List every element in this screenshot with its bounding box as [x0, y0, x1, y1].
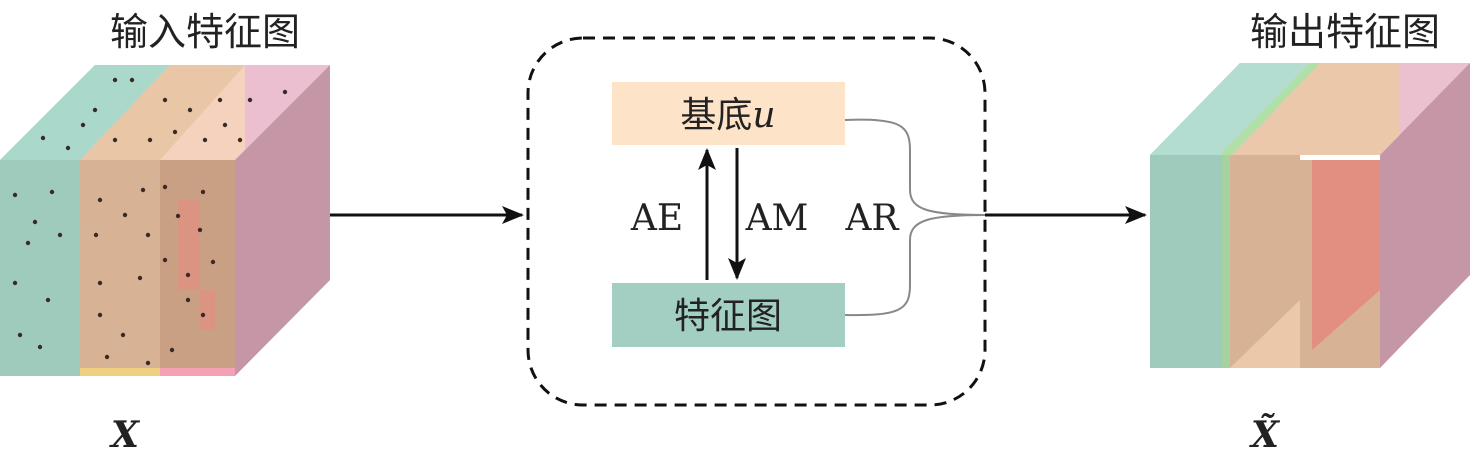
- am-label: AM: [745, 198, 809, 239]
- feature-dot: [112, 137, 118, 143]
- feature-dot: [93, 232, 99, 238]
- feature-dot: [17, 332, 23, 338]
- feature-dot: [49, 189, 55, 195]
- feature-dot: [162, 184, 168, 190]
- feature-map-box: [612, 283, 845, 347]
- feature-dot: [37, 344, 43, 350]
- feature-dot: [57, 232, 63, 238]
- input-feature-cube: [0, 65, 330, 376]
- input-title: 输入特征图: [110, 10, 300, 54]
- feature-dot: [222, 122, 228, 128]
- feature-dot: [12, 192, 18, 198]
- feature-dot: [80, 122, 86, 128]
- ar-label: AR: [844, 198, 899, 239]
- feature-map-label: 特征图: [674, 296, 782, 337]
- feature-dot: [104, 354, 110, 360]
- module-boundary: [526, 36, 987, 407]
- feature-dot: [169, 347, 175, 353]
- output-feature-cube: [1150, 63, 1470, 368]
- output-symbol: X̃: [1249, 414, 1281, 456]
- feature-dot: [237, 137, 243, 143]
- feature-dot: [40, 135, 46, 141]
- feature-dot: [32, 219, 38, 225]
- feature-dot: [122, 212, 128, 218]
- feature-dot: [147, 137, 153, 143]
- feature-dot: [45, 297, 51, 303]
- feature-dot: [97, 312, 103, 318]
- feature-dot: [112, 77, 118, 83]
- feature-dot: [175, 213, 181, 219]
- feature-dot: [162, 257, 168, 263]
- feature-dot: [200, 189, 206, 195]
- feature-dot: [185, 297, 191, 303]
- feature-dot: [210, 259, 216, 265]
- ae-label: AE: [630, 198, 683, 239]
- feature-dot: [140, 187, 146, 193]
- feature-dot: [65, 145, 71, 151]
- feature-dot: [217, 97, 223, 103]
- feature-dot: [162, 97, 168, 103]
- feature-dot: [202, 137, 208, 143]
- feature-dot: [120, 332, 126, 338]
- feature-dot: [97, 280, 103, 286]
- feature-dot: [129, 77, 135, 83]
- feature-dot: [247, 97, 253, 103]
- basis-label: 基底u: [680, 95, 775, 136]
- feature-dot: [25, 240, 31, 246]
- feature-dot: [97, 197, 103, 203]
- feature-dot: [92, 107, 98, 113]
- feature-dot: [145, 360, 151, 366]
- input-symbol: X: [109, 414, 141, 456]
- basis-box: [612, 82, 845, 145]
- feature-dot: [187, 107, 193, 113]
- feature-dot: [172, 129, 178, 135]
- feature-dot: [145, 232, 151, 238]
- feature-dot: [12, 280, 18, 286]
- feature-dot: [282, 89, 288, 95]
- feature-dot: [185, 272, 191, 278]
- output-title: 输出特征图: [1250, 10, 1440, 54]
- feature-dot: [137, 275, 143, 281]
- feature-dot: [200, 312, 206, 318]
- feature-dot: [197, 227, 203, 233]
